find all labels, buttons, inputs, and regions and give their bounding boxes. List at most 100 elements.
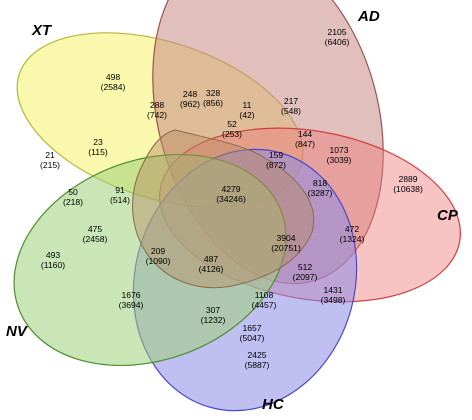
region-total: (1160) (41, 260, 65, 270)
region-r23: 23(115) (88, 137, 108, 157)
region-count: 328 (206, 88, 221, 98)
region-count: 91 (115, 185, 125, 195)
region-total: (3287) (308, 188, 333, 198)
region-total: (253) (222, 129, 242, 139)
region-total: (548) (281, 106, 301, 116)
region-count: 144 (298, 129, 313, 139)
region-counts: 498(2584) 2105(6406) 328(856) 288(742) 248(9… (40, 27, 423, 370)
region-r1073: 1073(3039) (327, 145, 352, 165)
region-count: 1431 (323, 285, 342, 295)
region-r1676: 1676(3694) (119, 290, 144, 310)
region-hc-only: 2425(5887) (245, 350, 270, 370)
label-xt: XT (31, 22, 53, 39)
region-count: 159 (269, 150, 284, 160)
region-r487: 487(4126) (199, 254, 224, 274)
region-count: 475 (88, 224, 103, 234)
region-count: 288 (150, 100, 165, 110)
region-total: (2097) (293, 272, 318, 282)
region-r307: 307(1232) (201, 305, 226, 325)
region-total: (2458) (83, 234, 108, 244)
central-overlap-shape (132, 129, 315, 289)
region-r3904: 3904(20751) (271, 233, 301, 253)
region-count: 23 (93, 137, 103, 147)
region-total: (962) (180, 99, 200, 109)
region-total: (847) (295, 139, 315, 149)
region-count: 3904 (276, 233, 295, 243)
region-total: (2584) (101, 82, 126, 92)
region-total: (218) (63, 197, 83, 207)
region-total: (1232) (201, 315, 226, 325)
region-count: 493 (46, 250, 61, 260)
region-total: (4457) (252, 300, 277, 310)
region-r512: 512(2097) (293, 262, 318, 282)
region-count: 487 (204, 254, 219, 264)
label-nv: NV (6, 323, 29, 340)
region-total: (6406) (325, 37, 350, 47)
region-count: 512 (298, 262, 313, 272)
region-total: (34246) (216, 194, 246, 204)
region-total: (3498) (321, 295, 346, 305)
region-count: 50 (68, 187, 78, 197)
region-ad-only: 2105(6406) (325, 27, 350, 47)
region-count: 498 (106, 72, 121, 82)
region-r52: 52(253) (222, 119, 242, 139)
region-r21: 21(215) (40, 150, 60, 170)
region-count: 1108 (255, 290, 274, 300)
label-hc: HC (262, 396, 285, 413)
region-total: (514) (110, 195, 130, 205)
region-count: 1657 (242, 323, 261, 333)
region-total: (3039) (327, 155, 352, 165)
region-xt-only: 498(2584) (101, 72, 126, 92)
label-cp: CP (437, 207, 459, 224)
region-r248: 248(962) (180, 89, 200, 109)
region-count: 248 (183, 89, 198, 99)
region-count: 11 (243, 100, 252, 110)
region-r818: 818(3287) (308, 178, 333, 198)
region-total: (10638) (393, 184, 423, 194)
region-r159: 159(872) (266, 150, 286, 170)
region-count: 217 (284, 96, 299, 106)
region-r11: 11(42) (239, 100, 254, 120)
ellipse-nv (13, 153, 287, 367)
region-r209: 209(1090) (146, 246, 171, 266)
region-count: 1676 (121, 290, 140, 300)
region-r217: 217(548) (281, 96, 301, 116)
region-r1657: 1657(5047) (240, 323, 265, 343)
region-total: (42) (239, 110, 254, 120)
region-count: 1073 (329, 145, 348, 155)
region-count: 472 (345, 224, 360, 234)
region-count: 52 (227, 119, 237, 129)
region-count: 307 (206, 305, 221, 315)
region-r472: 472(1324) (340, 224, 365, 244)
region-total: (20751) (271, 243, 301, 253)
region-count: 209 (151, 246, 166, 256)
region-total: (742) (147, 110, 167, 120)
region-total: (4126) (199, 264, 224, 274)
region-r50: 50(218) (63, 187, 83, 207)
region-r91: 91(514) (110, 185, 130, 205)
region-total: (3694) (119, 300, 144, 310)
region-total: (5887) (245, 360, 270, 370)
region-count: 4279 (221, 184, 240, 194)
label-ad: AD (357, 8, 380, 25)
region-r1108: 1108(4457) (252, 290, 277, 310)
region-total: (1324) (340, 234, 365, 244)
region-count: 2889 (398, 174, 417, 184)
region-count: 2425 (247, 350, 266, 360)
region-total: (856) (203, 98, 223, 108)
region-r475: 475(2458) (83, 224, 108, 244)
region-r288: 288(742) (147, 100, 167, 120)
region-r1431: 1431(3498) (321, 285, 346, 305)
region-count: 818 (313, 178, 328, 188)
region-count: 21 (45, 150, 55, 160)
region-total: (5047) (240, 333, 265, 343)
region-total: (872) (266, 160, 286, 170)
region-total: (215) (40, 160, 60, 170)
set-labels: XT AD CP HC NV (6, 8, 459, 413)
region-xt-ad: 328(856) (203, 88, 223, 108)
region-r144: 144(847) (295, 129, 315, 149)
region-count: 2105 (327, 27, 346, 37)
